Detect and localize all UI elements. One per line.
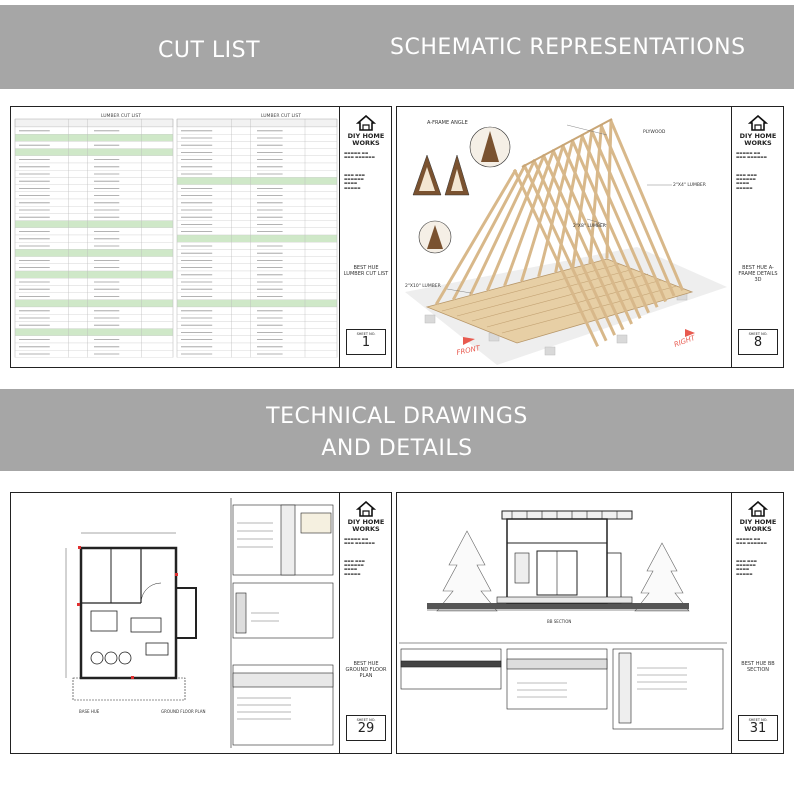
aframe-angle-label: A-FRAME ANGLE xyxy=(427,120,468,126)
lumber-2x8-label: 2"X8" LUMBER xyxy=(573,223,606,229)
project-info: ▬▬▬▬▬ ▬▬▬▬▬ ▬▬▬▬▬▬ xyxy=(736,537,767,546)
technical-band: TECHNICAL DRAWINGS AND DETAILS xyxy=(0,389,794,471)
front-label: FRONT xyxy=(456,344,482,357)
sheet-number-box: SHEET NO. 1 xyxy=(346,329,386,355)
right-label: RIGHT xyxy=(673,334,697,349)
schematic-heading: SCHEMATIC REPRESENTATIONS xyxy=(390,35,746,60)
title-block: DIY HOME WORKS ▬▬▬▬▬ ▬▬▬▬▬ ▬▬▬▬▬▬ ▬▬▬ ▬▬… xyxy=(339,493,391,753)
brand-logo: DIY HOME WORKS xyxy=(736,501,780,533)
technical-heading-line1: TECHNICAL DRAWINGS xyxy=(266,404,528,429)
house-logo-icon xyxy=(748,501,768,517)
sheet-label: SHEET NO. xyxy=(748,718,768,722)
house-logo-icon xyxy=(356,115,376,131)
project-info: ▬▬▬▬▬ ▬▬▬▬▬ ▬▬▬▬▬▬ xyxy=(344,537,375,546)
aframe-3d-drawing: A-FRAME ANGLE PLYWOOD 2"X4" LUMBER 2"X8"… xyxy=(405,118,727,365)
title-block: DIY HOME WORKS ▬▬▬▬▬ ▬▬▬▬▬ ▬▬▬▬▬▬ ▬▬▬ ▬▬… xyxy=(731,493,783,753)
sheet-name: BEST HUE BB SECTION xyxy=(741,661,775,673)
brand-line1: DIY HOME xyxy=(739,132,777,140)
left-table-title: LUMBER CUT LIST xyxy=(101,113,141,119)
brand-line1: DIY HOME xyxy=(347,132,385,140)
brand-line2: WORKS xyxy=(352,139,380,147)
lumber-2x10-label: 2"X10" LUMBER xyxy=(405,283,441,289)
drawing-info: ▬▬▬ ▬▬▬▬▬▬▬▬▬▬▬▬▬▬▬▬▬▬ xyxy=(736,173,757,190)
brand-logo: DIY HOME WORKS xyxy=(344,501,388,533)
floor-plan-sheet: BASE HUE GROUND FLOOR PLAN DIY HOME WORK… xyxy=(10,492,392,754)
section-caption: BB SECTION xyxy=(547,619,571,624)
project-info: ▬▬▬▬▬ ▬▬▬▬▬ ▬▬▬▬▬▬ xyxy=(736,151,767,160)
brand-line2: WORKS xyxy=(744,139,772,147)
technical-heading: TECHNICAL DRAWINGS AND DETAILS xyxy=(0,401,794,465)
plan-caption-left: BASE HUE xyxy=(79,709,100,714)
brand-line1: DIY HOME xyxy=(347,518,385,526)
sheet-number-box: SHEET NO. 29 xyxy=(346,715,386,741)
right-arrow-icon xyxy=(685,329,695,337)
drawing-info: ▬▬▬ ▬▬▬▬▬▬▬▬▬▬▬▬▬▬▬▬▬▬ xyxy=(344,559,365,576)
floor-plan-drawing: BASE HUE GROUND FLOOR PLAN xyxy=(65,498,334,748)
project-info: ▬▬▬▬▬ ▬▬▬▬▬ ▬▬▬▬▬▬ xyxy=(344,151,375,160)
plan-caption-right: GROUND FLOOR PLAN xyxy=(161,709,206,714)
sheet-name: BEST HUE GROUND FLOOR PLAN xyxy=(345,661,387,679)
cut-list-heading: CUT LIST xyxy=(158,38,261,63)
sheet-number: 29 xyxy=(357,721,375,736)
section-drawing: BB SECTION xyxy=(399,510,727,730)
section-sheet: BB SECTION DIY HOME WORKS ▬▬▬▬▬ ▬▬ xyxy=(396,492,784,754)
brand-line1: DIY HOME xyxy=(739,518,777,526)
drawing-info: ▬▬▬ ▬▬▬▬▬▬▬▬▬▬▬▬▬▬▬▬▬▬ xyxy=(344,173,365,190)
front-arrow-icon xyxy=(463,337,475,345)
cut-list-tables xyxy=(14,118,338,358)
sheet-label: SHEET NO. xyxy=(748,332,768,336)
sheet-number: 1 xyxy=(361,335,371,350)
sheet-name: BEST HUE LUMBER CUT LIST xyxy=(343,265,389,277)
brand-line2: WORKS xyxy=(744,525,772,533)
lumber-2x4-label: 2"X4" LUMBER xyxy=(673,182,706,188)
sheet-number-box: SHEET NO. 31 xyxy=(738,715,778,741)
sheet-label: SHEET NO. xyxy=(356,332,376,336)
brand-line2: WORKS xyxy=(352,525,380,533)
sheet-number-box: SHEET NO. 8 xyxy=(738,329,778,355)
title-block: DIY HOME WORKS ▬▬▬▬▬ ▬▬▬▬▬ ▬▬▬▬▬▬ ▬▬▬ ▬▬… xyxy=(731,107,783,367)
brand-logo: DIY HOME WORKS xyxy=(344,115,388,147)
title-block: DIY HOME WORKS ▬▬▬▬▬ ▬▬▬▬▬ ▬▬▬▬▬▬ ▬▬▬ ▬▬… xyxy=(339,107,391,367)
plywood-label: PLYWOOD xyxy=(643,129,666,135)
house-logo-icon xyxy=(356,501,376,517)
schematic-sheet: A-FRAME ANGLE PLYWOOD 2"X4" LUMBER 2"X8"… xyxy=(396,106,784,368)
house-logo-icon xyxy=(748,115,768,131)
sheet-number: 31 xyxy=(749,721,767,736)
technical-heading-line2: AND DETAILS xyxy=(321,436,473,461)
sheet-name: BEST HUE A-FRAME DETAILS 3D xyxy=(738,265,778,283)
cut-list-sheet: LUMBER CUT LIST LUMBER CUT LIST DIY HOME… xyxy=(10,106,392,368)
brand-logo: DIY HOME WORKS xyxy=(736,115,780,147)
right-table-title: LUMBER CUT LIST xyxy=(261,113,301,119)
sheet-label: SHEET NO. xyxy=(356,718,376,722)
sheet-number: 8 xyxy=(753,335,763,350)
drawing-info: ▬▬▬ ▬▬▬▬▬▬▬▬▬▬▬▬▬▬▬▬▬▬ xyxy=(736,559,757,576)
header-band: CUT LIST SCHEMATIC REPRESENTATIONS xyxy=(0,5,794,89)
